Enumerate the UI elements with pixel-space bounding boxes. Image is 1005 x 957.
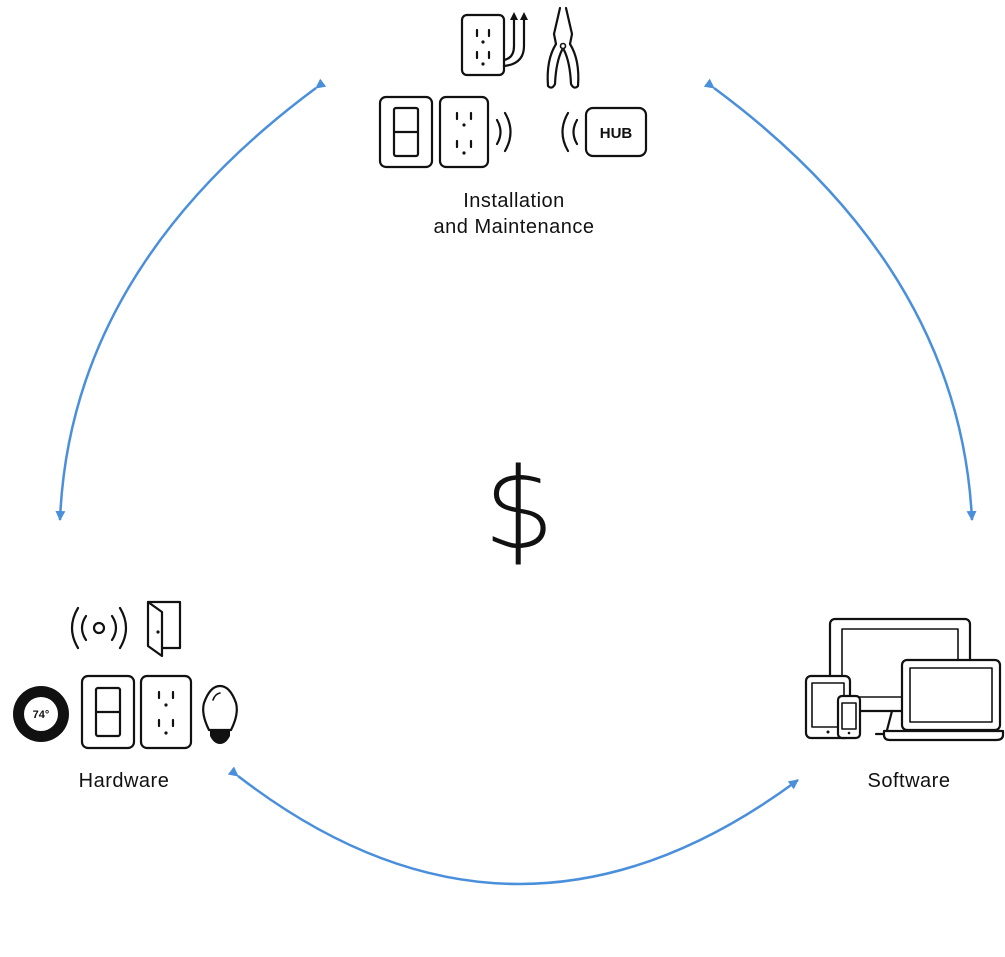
pliers-icon [546, 6, 580, 89]
installation-label-line2: and Maintenance [434, 216, 595, 238]
dollar-sign: $ [483, 445, 554, 575]
installation-node: HUB Installation and Maintenance [378, 6, 648, 238]
hub-icon: HUB [584, 106, 648, 158]
hardware-label: Hardware [79, 770, 170, 792]
outlet-icon [460, 13, 506, 77]
door-icon [146, 600, 182, 658]
wireless-signal-icon [561, 111, 579, 153]
wireless-sensor-icon [70, 606, 128, 650]
svg-text:74°: 74° [33, 709, 50, 721]
smartphone-icon [836, 694, 862, 740]
software-node: Software [804, 617, 1005, 792]
outlet-icon [438, 95, 490, 169]
light-bulb-icon [202, 684, 238, 744]
cycle-arrows [55, 78, 977, 886]
wireless-signal-icon [495, 111, 512, 153]
light-switch-icon [80, 674, 136, 750]
svg-text:HUB: HUB [600, 125, 633, 142]
arrow-hardware-software [227, 766, 799, 886]
installation-label-line1: Installation [463, 190, 565, 212]
thermostat-icon: 74° [13, 686, 69, 742]
wires-icon [502, 12, 528, 68]
arrow-installation-software [703, 78, 977, 521]
outlet-icon [139, 674, 193, 750]
hardware-node: 74° Hardware [13, 600, 238, 792]
light-switch-icon [378, 95, 434, 169]
arrow-installation-hardware [55, 78, 327, 521]
laptop-icon [882, 658, 1005, 742]
software-label: Software [868, 770, 951, 792]
